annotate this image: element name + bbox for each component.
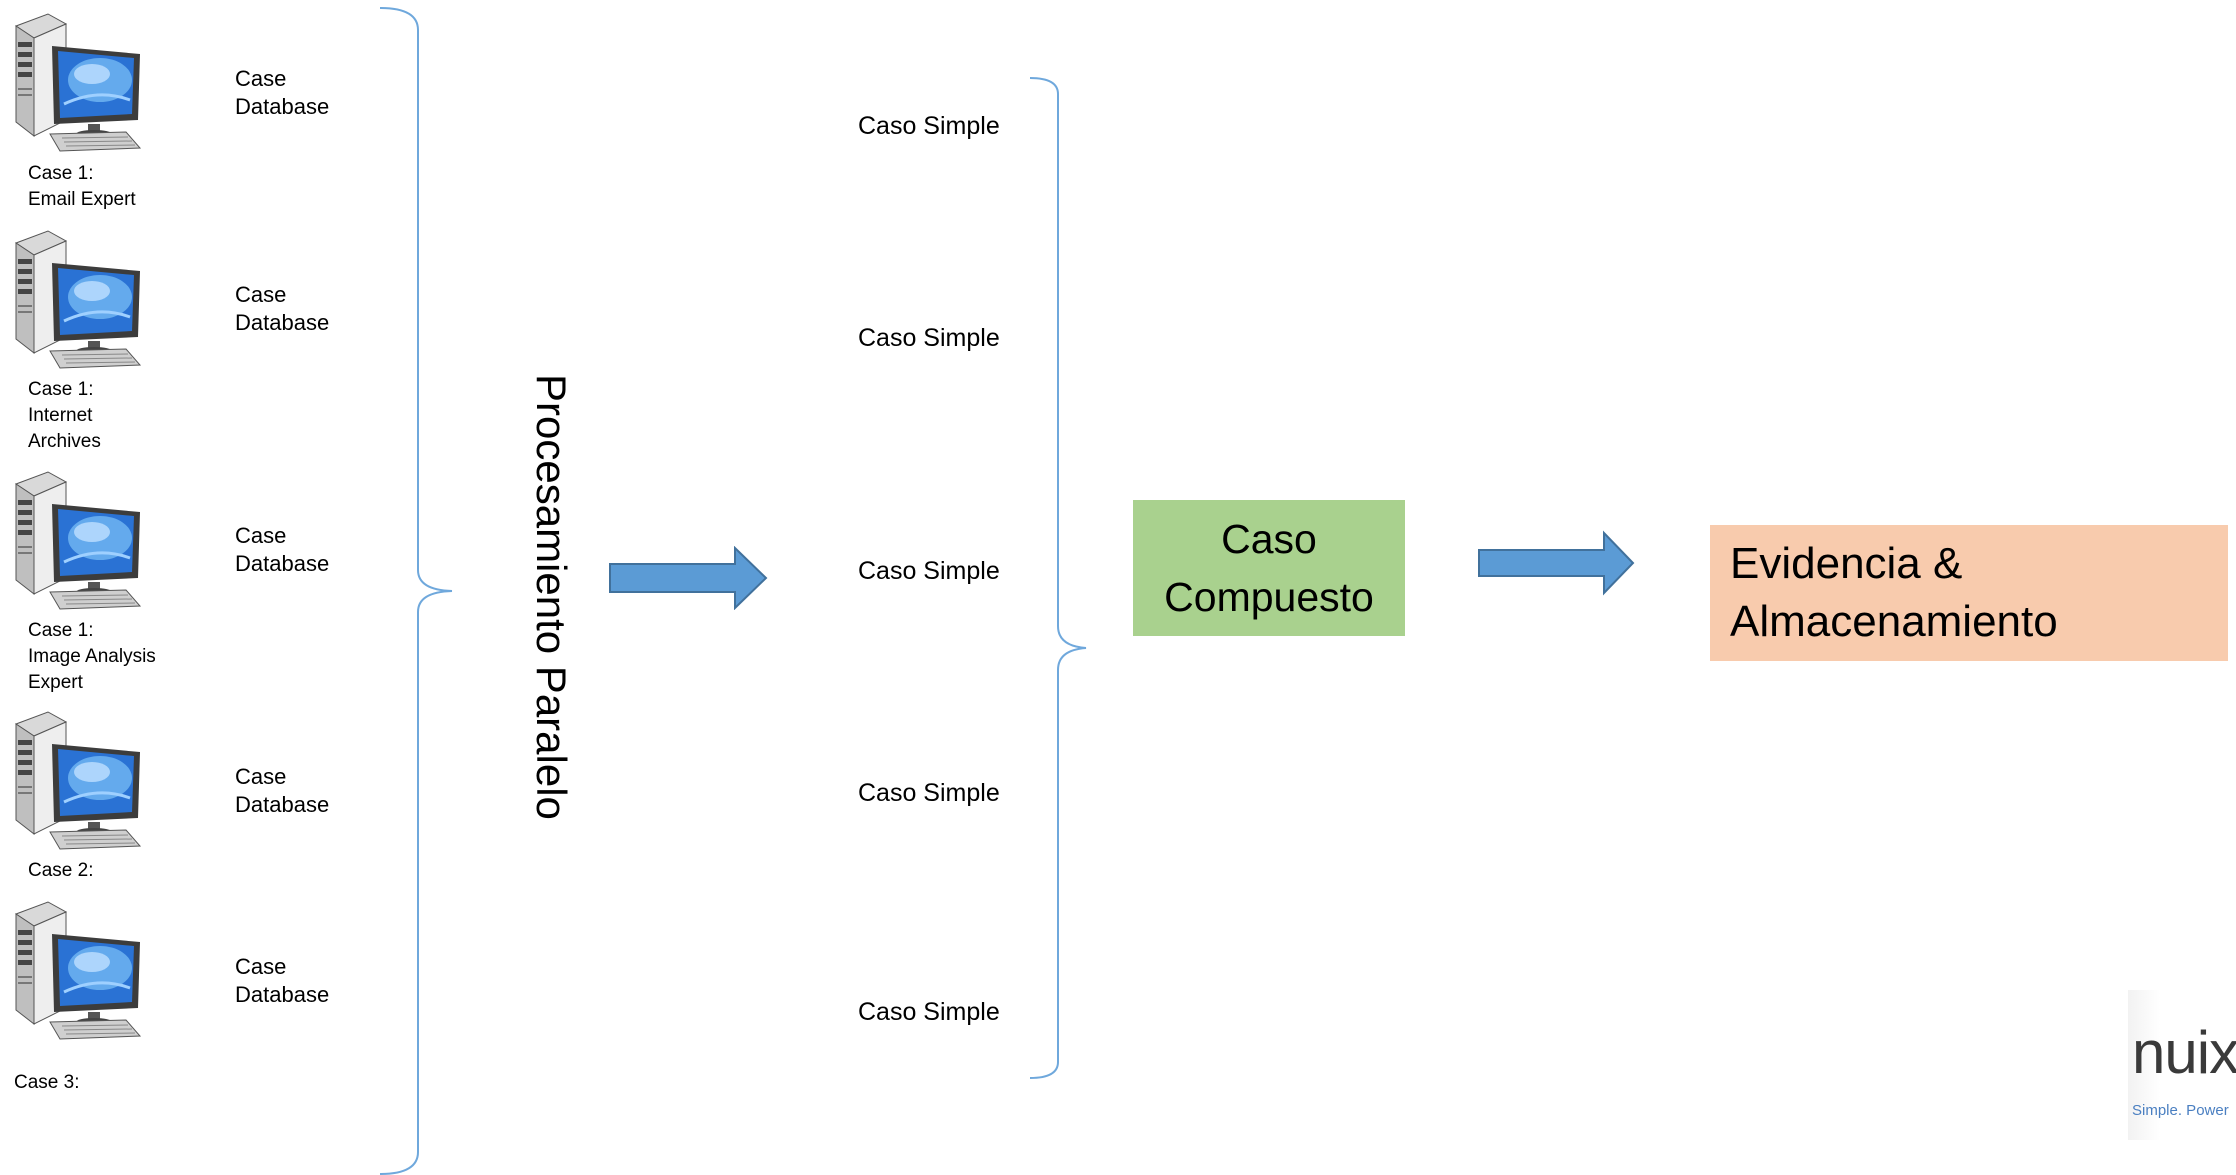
- processing-label: Procesamiento Paralelo: [528, 374, 575, 820]
- case-database-label: Case Database: [235, 764, 330, 817]
- case-label-case3: Case 3:: [14, 1072, 80, 1093]
- right-brace: [1029, 77, 1087, 1079]
- computer-icon: [8, 8, 148, 153]
- case-label-image: Case 1: Image Analysis Expert: [28, 620, 156, 693]
- evidence-storage-box: Evidencia & Almacenamiento: [1710, 525, 2228, 661]
- case-database-label: Case Database: [235, 282, 330, 335]
- flow-arrow: [1478, 530, 1635, 596]
- simple-case-label: Caso Simple: [858, 779, 1000, 807]
- computer-icon: [8, 896, 148, 1041]
- simple-case-label: Caso Simple: [858, 324, 1000, 352]
- simple-case-label: Caso Simple: [858, 557, 1000, 585]
- logo-word: nuix: [2132, 1019, 2236, 1086]
- left-brace: [379, 7, 453, 1175]
- simple-case-label: Caso Simple: [858, 112, 1000, 140]
- case-label-internet: Case 1: Internet Archives: [28, 379, 101, 452]
- computer-icon: [8, 225, 148, 370]
- case-database-label: Case Database: [235, 66, 330, 119]
- case-label-case2: Case 2:: [28, 860, 94, 881]
- nuix-logo: nuix Simple. Power: [2128, 990, 2236, 1140]
- case-database-label: Case Database: [235, 954, 330, 1007]
- compound-case-box: Caso Compuesto: [1133, 500, 1405, 636]
- case-database-label: Case Database: [235, 523, 330, 576]
- flow-arrow: [609, 546, 768, 610]
- case-label-email: Case 1: Email Expert: [28, 163, 136, 210]
- logo-tagline: Simple. Power: [2132, 1102, 2229, 1119]
- computer-icon: [8, 706, 148, 851]
- computer-icon: [8, 466, 148, 611]
- simple-case-label: Caso Simple: [858, 998, 1000, 1026]
